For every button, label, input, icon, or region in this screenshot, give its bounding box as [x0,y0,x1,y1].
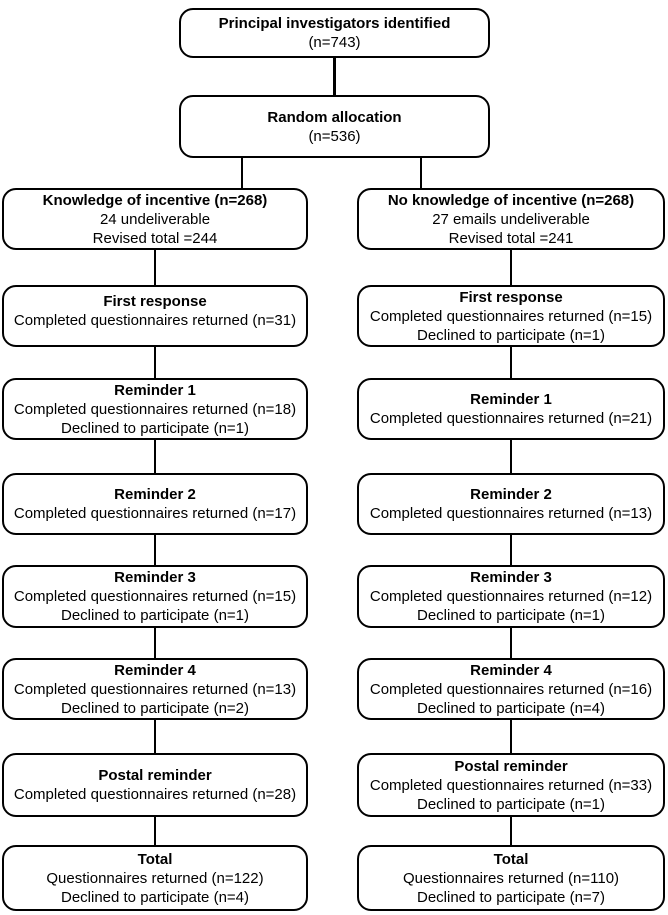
box-title: Random allocation [267,108,402,126]
box-line: Declined to participate (n=7) [416,888,606,906]
box-title: Reminder 2 [114,486,196,503]
box-line: Declined to participate (n=1) [416,795,606,813]
box-left-postal-reminder: Postal reminder Completed questionnaires… [2,753,308,817]
box-line: 24 undeliverable [99,210,211,228]
box-line: Declined to participate (n=1) [416,326,606,344]
box-title: Reminder 2 [470,486,552,503]
box-knowledge-branch: Knowledge of incentive (n=268) 24 undeli… [2,188,308,250]
connector-right-3 [510,439,512,474]
box-left-reminder-2: Reminder 2 Completed questionnaires retu… [2,473,308,535]
box-n: (n=743) [308,34,361,51]
box-line: Completed questionnaires returned (n=16) [369,680,653,698]
box-line: Revised total =241 [448,229,574,247]
box-title: First response [459,288,563,306]
box-line: Declined to participate (n=4) [60,888,250,906]
box-title: No knowledge of incentive (n=268) [387,191,635,209]
box-line: Completed questionnaires returned (n=13) [13,680,297,698]
box-right-reminder-2: Reminder 2 Completed questionnaires retu… [357,473,665,535]
box-title: Knowledge of incentive (n=268) [42,191,268,209]
box-line: Completed questionnaires returned (n=31) [13,312,297,329]
box-line: Completed questionnaires returned (n=17) [13,505,297,522]
connector-left-5 [154,627,156,659]
box-title: Total [493,850,529,868]
box-left-first-response: First response Completed questionnaires … [2,285,308,347]
connector-top-to-allocation [333,57,336,96]
connector-branch-left [241,156,243,189]
box-left-total: Total Questionnaires returned (n=122) De… [2,845,308,911]
box-title: First response [103,293,207,310]
box-line: Completed questionnaires returned (n=18) [13,400,297,418]
box-title: Reminder 1 [470,391,552,408]
box-random-allocation: Random allocation (n=536) [179,95,490,158]
connector-right-7 [510,816,512,846]
connector-right-6 [510,716,512,754]
box-title: Postal reminder [454,757,568,775]
box-line: Completed questionnaires returned (n=15) [13,588,297,605]
box-left-reminder-1: Reminder 1 Completed questionnaires retu… [2,378,308,440]
box-line: Questionnaires returned (n=110) [402,869,620,887]
connector-left-4 [154,534,156,566]
box-line: Declined to participate (n=1) [416,607,606,624]
connector-right-5 [510,627,512,659]
connector-left-3 [154,439,156,474]
box-title: Reminder 1 [114,381,196,399]
box-line: Completed questionnaires returned (n=28) [13,786,297,803]
connector-right-1 [510,249,512,286]
box-line: Completed questionnaires returned (n=13) [369,505,653,522]
box-left-reminder-3: Reminder 3 Completed questionnaires retu… [2,565,308,628]
box-no-knowledge-branch: No knowledge of incentive (n=268) 27 ema… [357,188,665,250]
box-line: Revised total =244 [92,229,218,247]
box-title: Principal investigators identified [218,15,451,32]
connector-left-1 [154,249,156,286]
connector-left-6 [154,716,156,754]
box-right-postal-reminder: Postal reminder Completed questionnaires… [357,753,665,817]
box-title: Reminder 4 [114,661,196,679]
box-line: 27 emails undeliverable [432,210,590,228]
box-right-reminder-1: Reminder 1 Completed questionnaires retu… [357,378,665,440]
box-line: Declined to participate (n=1) [60,607,250,624]
box-n: (n=536) [308,127,361,145]
connector-left-7 [154,816,156,846]
connector-branch-right [420,156,422,189]
box-right-first-response: First response Completed questionnaires … [357,285,665,347]
box-left-reminder-4: Reminder 4 Completed questionnaires retu… [2,658,308,720]
box-line: Completed questionnaires returned (n=21) [369,410,653,427]
box-line: Declined to participate (n=4) [416,699,606,717]
box-line: Completed questionnaires returned (n=33) [369,776,653,794]
connector-right-4 [510,534,512,566]
box-right-reminder-4: Reminder 4 Completed questionnaires retu… [357,658,665,720]
connector-left-2 [154,346,156,379]
box-right-total: Total Questionnaires returned (n=110) De… [357,845,665,911]
box-title: Reminder 3 [470,569,552,586]
box-title: Reminder 3 [114,569,196,586]
box-principal-investigators: Principal investigators identified (n=74… [179,8,490,58]
box-line: Completed questionnaires returned (n=12) [369,588,653,605]
box-title: Reminder 4 [470,661,552,679]
box-line: Declined to participate (n=1) [60,419,250,437]
box-title: Postal reminder [98,767,212,784]
box-right-reminder-3: Reminder 3 Completed questionnaires retu… [357,565,665,628]
connector-right-2 [510,346,512,379]
box-line: Questionnaires returned (n=122) [46,869,264,887]
box-line: Declined to participate (n=2) [60,699,250,717]
box-line: Completed questionnaires returned (n=15) [369,307,653,325]
box-title: Total [137,850,173,868]
